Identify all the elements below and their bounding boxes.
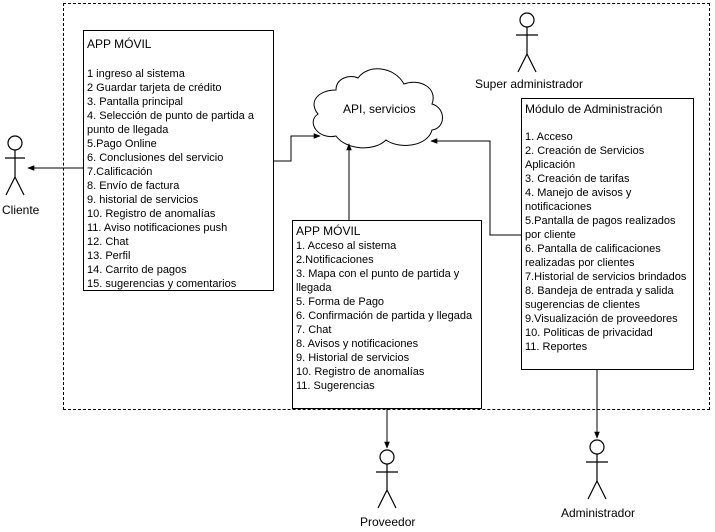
- list-item: 5. Forma de Pago: [296, 296, 385, 308]
- list-item: 15. sugerencias y comentarios: [87, 278, 237, 290]
- list-item: 8. Envío de factura: [87, 180, 180, 192]
- connector-cliente-api: [274, 133, 321, 162]
- cliente-actor-label: Cliente: [2, 203, 40, 217]
- list-item: 1 ingreso al sistema: [87, 68, 185, 80]
- proveedor-actor-label: Proveedor: [360, 515, 416, 529]
- list-item: 13. Perfil: [87, 250, 131, 262]
- list-item: 10. Politicas de privacidad: [525, 327, 653, 339]
- list-item: 2. Creación de Servicios Aplicación: [525, 145, 645, 171]
- list-item: 9. historial de servicios: [87, 194, 199, 206]
- cliente-app-box: APP MÓVIL 1 ingreso al sistema 2 Guardar…: [83, 30, 274, 291]
- cliente-app-list: 1 ingreso al sistema 2 Guardar tarjeta d…: [87, 67, 271, 291]
- proveedor-app-title: APP MÓVIL: [296, 224, 361, 238]
- list-item: 9. Historial de servicios: [296, 352, 410, 364]
- list-item: 7.Calificación: [87, 166, 153, 178]
- list-item: 11. Aviso notificaciones push: [87, 222, 228, 234]
- list-item: 2.Notificaciones: [296, 254, 374, 266]
- list-item: 6. Pantalla de calificaciones realizadas…: [525, 243, 661, 269]
- admin-module-box: Módulo de Administración 1. Acceso 2. Cr…: [521, 98, 694, 370]
- list-item: 2 Guardar tarjeta de crédito: [87, 82, 222, 94]
- cliente-app-title: APP MÓVIL: [87, 37, 152, 51]
- administrador-actor-icon: [586, 439, 608, 500]
- list-item: 8. Avisos y notificaciones: [296, 338, 419, 350]
- list-item: 3. Pantalla principal: [87, 96, 184, 108]
- list-item: 8. Bandeja de entrada y salida sugerenci…: [525, 285, 674, 311]
- list-item: 5.Pago Online: [87, 138, 157, 150]
- list-item: 7.Historial de servicios brindados: [525, 271, 687, 283]
- list-item: 11. Sugerencias: [296, 380, 375, 392]
- list-item: 12. Chat: [87, 236, 129, 248]
- list-item: 7. Chat: [296, 324, 332, 336]
- list-item: 3. Mapa con el punto de partida y llegad…: [296, 268, 460, 294]
- list-item: 14. Carrito de pagos: [87, 264, 187, 276]
- admin-module-title: Módulo de Administración: [525, 102, 663, 116]
- list-item: 4. Manejo de avisos y notificaciones: [525, 187, 632, 213]
- api-cloud-label: API, servicios: [343, 102, 416, 116]
- list-item: 10. Registro de anomalías: [296, 366, 425, 378]
- super-admin-actor-label: Super administrador: [475, 77, 584, 91]
- list-item: 11. Reportes: [525, 341, 588, 353]
- proveedor-actor-icon: [376, 449, 398, 509]
- proveedor-app-box: APP MÓVIL 1. Acceso al sistema 2.Notific…: [292, 220, 482, 409]
- list-item: 1. Acceso al sistema: [296, 240, 397, 252]
- list-item: 9.Visualización de proveedores: [525, 313, 678, 325]
- list-item: 6. Confirmación de partida y llegada: [296, 310, 473, 322]
- connector-admin-api: [430, 138, 521, 236]
- list-item: 6. Conclusiones del servicio: [87, 152, 224, 164]
- super-admin-actor-icon: [516, 12, 538, 73]
- list-item: 5.Pantalla de pagos realizados por clien…: [525, 215, 676, 241]
- api-cloud: [312, 68, 443, 149]
- list-item: 10. Registro de anomalías: [87, 208, 216, 220]
- cliente-actor-icon: [5, 135, 25, 196]
- administrador-actor-label: Administrador: [561, 506, 636, 520]
- list-item: 4. Selección de punto de partida a punto…: [87, 110, 254, 136]
- admin-module-list: 1. Acceso 2. Creación de Servicios Aplic…: [525, 130, 691, 354]
- list-item: 3. Creación de tarifas: [525, 173, 630, 185]
- proveedor-app-list: 1. Acceso al sistema 2.Notificaciones 3.…: [296, 239, 479, 393]
- list-item: 1. Acceso: [525, 131, 573, 143]
